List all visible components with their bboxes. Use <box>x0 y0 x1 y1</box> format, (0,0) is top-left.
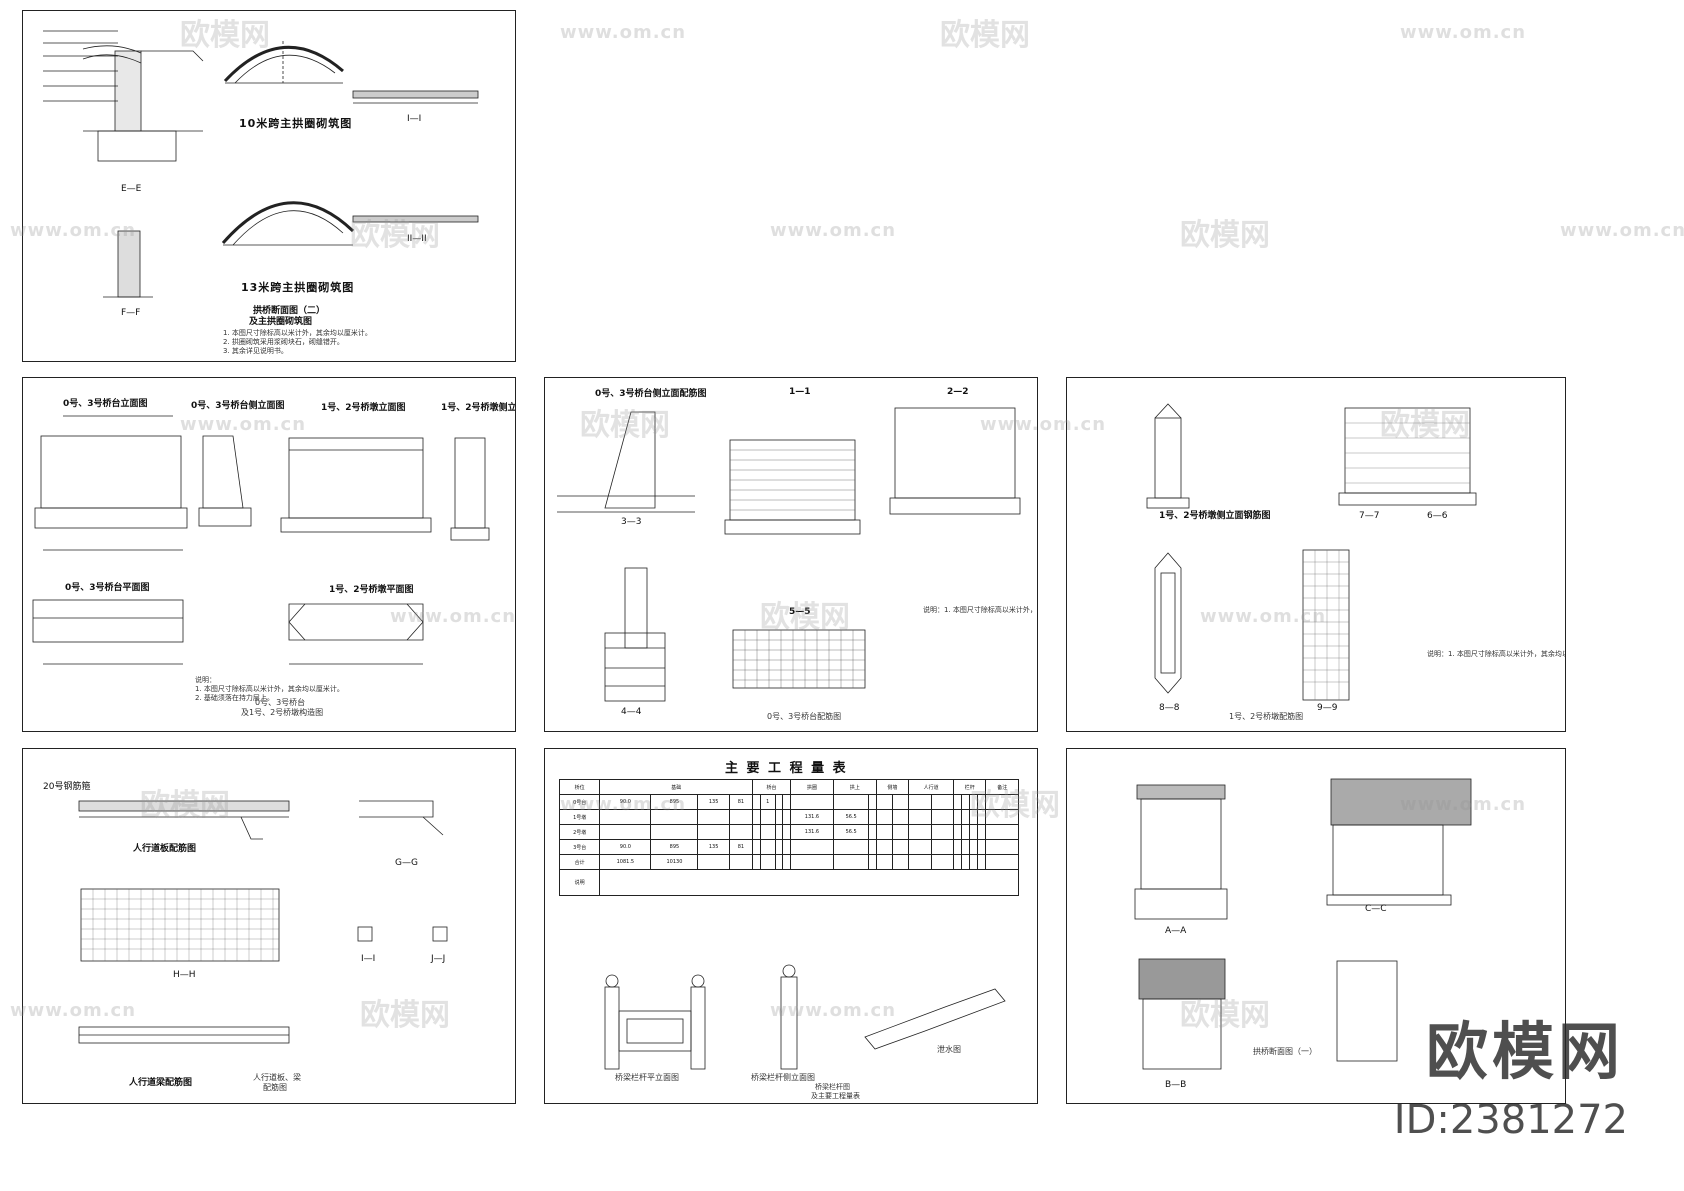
walkway-drawing <box>78 800 448 1044</box>
sheet1-note-3: 3. 其余详见说明书。 <box>223 347 288 355</box>
table-header-row: 桥位 基础 桥台 拱圈 拱上 侧墙 人行道 栏杆 备注 <box>558 779 1019 795</box>
sheet5-note: 说明：1. 本图尺寸除标高以米计外，其余均以厘米计。 <box>923 606 1037 614</box>
sec-33-label: 3—3 <box>621 517 642 527</box>
table-header-cell: 桥台 <box>752 779 791 795</box>
abutment-rebar-drawing <box>557 407 1021 702</box>
arch-section-drawing <box>1134 778 1472 1070</box>
walk-beam-title: 人行道梁配筋图 <box>129 1078 193 1088</box>
watermark-brand: 欧模网 <box>940 18 1030 53</box>
drawing-sheet-quantity-table: 主 要 工 程 量 表 桥位 基础 桥台 拱圈 拱上 侧墙 人行道 栏杆 备注 … <box>544 748 1038 1104</box>
drain-title: 泄水图 <box>937 1045 961 1054</box>
sec-11-label: 1—1 <box>789 387 811 397</box>
sheet1-subtitle: 及主拱圈砌筑图 <box>249 317 313 327</box>
pier-rebar-drawing <box>1146 403 1477 701</box>
sheet4-footer-1: 0号、3号桥台 <box>255 698 306 707</box>
main-arch-10m-title: 10米跨主拱圈砌筑图 <box>239 117 353 130</box>
sec-hh-label: H—H <box>173 970 196 980</box>
table-header-cell: 拱上 <box>833 779 877 795</box>
sheet9-footer: 拱桥断面图（一） <box>1253 1047 1317 1056</box>
sheet5-footer: 0号、3号桥台配筋图 <box>767 712 842 721</box>
section-22-label: II—II <box>407 234 427 244</box>
sec-44-label: 4—4 <box>621 707 642 717</box>
drawing-sheet-walkway: 20号钢筋箍 人行道板配筋图 G—G H—H I—I J—J 人行道梁配筋图 人… <box>22 748 516 1104</box>
sec-gg-label: G—G <box>395 858 418 868</box>
sec-cc-label: C—C <box>1365 904 1387 914</box>
sheet7-footer: 人行道板、梁 <box>253 1073 301 1082</box>
walk-rebar-title: 人行道板配筋图 <box>133 844 197 854</box>
sheet6-note: 说明：1. 本图尺寸除标高以米计外，其余均以厘米计。 <box>1427 650 1565 658</box>
table-header-cell: 桥位 <box>558 779 601 795</box>
model-id-label: ID:2381272 <box>1393 1097 1628 1143</box>
sheet4-footer-2: 及1号、2号桥墩构造图 <box>241 708 324 717</box>
drawing-sheet-pier-rebar: 1号、2号桥墩侧立面钢筋图 7—7 6—6 8—8 9—9 1号、2号桥墩配筋图… <box>1066 377 1566 732</box>
table-header-cell: 侧墙 <box>875 779 910 795</box>
quantity-table-title: 主 要 工 程 量 表 <box>725 761 848 776</box>
sec-ii-label: I—I <box>361 954 376 964</box>
table-header-cell: 备注 <box>985 779 1019 795</box>
pier-grid-pattern <box>1303 422 1470 700</box>
sec-22-label: 2—2 <box>947 387 969 397</box>
sheet5-title: 0号、3号桥台侧立面配筋图 <box>595 389 707 399</box>
sheet1-note-2: 2. 拱圈砌筑采用浆砌块石，砌缝错开。 <box>223 338 344 346</box>
abutment-drawing <box>32 415 490 665</box>
pier-plan-title: 1号、2号桥墩平面图 <box>329 585 414 595</box>
sec-77-label: 7—7 <box>1359 511 1380 521</box>
table-header-cell: 人行道 <box>908 779 955 795</box>
brand-logo: 欧模网 <box>1425 1015 1624 1088</box>
sheet7-footer-2: 配筋图 <box>263 1083 287 1092</box>
rail-elev-title: 桥梁栏杆平立面图 <box>615 1073 679 1082</box>
drawing-sheet-arch: 10米跨主拱圈砌筑图 13米跨主拱圈砌筑图 E—E F—F I—I II—II … <box>22 10 516 362</box>
abut-side-title: 0号、3号桥台侧立面图 <box>191 401 285 411</box>
sheet1-note-1: 1. 本图尺寸除标高以米计外，其余均以厘米计。 <box>223 329 372 337</box>
abut-elev-title: 0号、3号桥台立面图 <box>63 399 148 409</box>
sheet8-footer: 桥梁栏杆图 <box>815 1083 850 1091</box>
sheet8-footer-2: 及主要工程量表 <box>811 1092 860 1100</box>
brick-pattern <box>730 449 865 688</box>
sheet6-footer: 1号、2号桥墩配筋图 <box>1229 712 1304 721</box>
arch-drawing <box>43 30 479 298</box>
sheet4-notes: 说明： 1. 本图尺寸除标高以米计外，其余均以厘米计。 2. 基础须落在持力层上… <box>195 676 344 702</box>
table-row: 说明 <box>558 869 1019 896</box>
sec-jj-label: J—J <box>431 954 446 964</box>
sec-55-label: 5—5 <box>789 607 811 617</box>
watermark-url: www.om.cn <box>770 220 897 241</box>
walkway-mesh <box>81 889 279 961</box>
table-header-cell: 拱圈 <box>789 779 835 795</box>
sec-bb-label: B—B <box>1165 1080 1187 1090</box>
section-ee-label: E—E <box>121 184 142 194</box>
drawing-sheet-abutment-rebar: 0号、3号桥台侧立面配筋图 1—1 2—2 3—3 4—4 5—5 0号、3号桥… <box>544 377 1038 732</box>
watermark-url: www.om.cn <box>1560 220 1684 241</box>
table-header-cell: 栏杆 <box>953 779 987 795</box>
drawing-sheet-abutment: 0号、3号桥台立面图 0号、3号桥台侧立面图 1号、2号桥墩立面图 1号、2号桥… <box>22 377 516 732</box>
sec-66-label: 6—6 <box>1427 511 1448 521</box>
watermark-url: www.om.cn <box>560 22 687 43</box>
walk-rebar-label: 20号钢筋箍 <box>43 782 91 792</box>
main-arch-13m-title: 13米跨主拱圈砌筑图 <box>241 281 355 294</box>
pier-elev-title: 1号、2号桥墩立面图 <box>321 403 406 413</box>
table-header-cell: 基础 <box>599 779 754 795</box>
sec-88-label: 8—8 <box>1159 703 1180 713</box>
watermark-url: www.om.cn <box>1400 22 1527 43</box>
drawing-sheet-arch-section: A—A C—C B—B 拱桥断面图（一） <box>1066 748 1566 1104</box>
section-ff-label: F—F <box>121 308 141 318</box>
watermark-brand: 欧模网 <box>1180 218 1270 253</box>
section-11-label: I—I <box>407 114 422 124</box>
sheet6-title: 1号、2号桥墩侧立面钢筋图 <box>1159 511 1271 521</box>
sheet1-title: 拱桥断面图（二） <box>253 306 326 316</box>
abut-plan-title: 0号、3号桥台平面图 <box>65 583 150 593</box>
sec-99-label: 9—9 <box>1317 703 1338 713</box>
rail-side-title: 桥梁栏杆侧立面图 <box>751 1073 815 1082</box>
pier-side-title: 1号、2号桥墩侧立面图 <box>441 403 516 413</box>
sec-aa-label: A—A <box>1165 926 1187 936</box>
